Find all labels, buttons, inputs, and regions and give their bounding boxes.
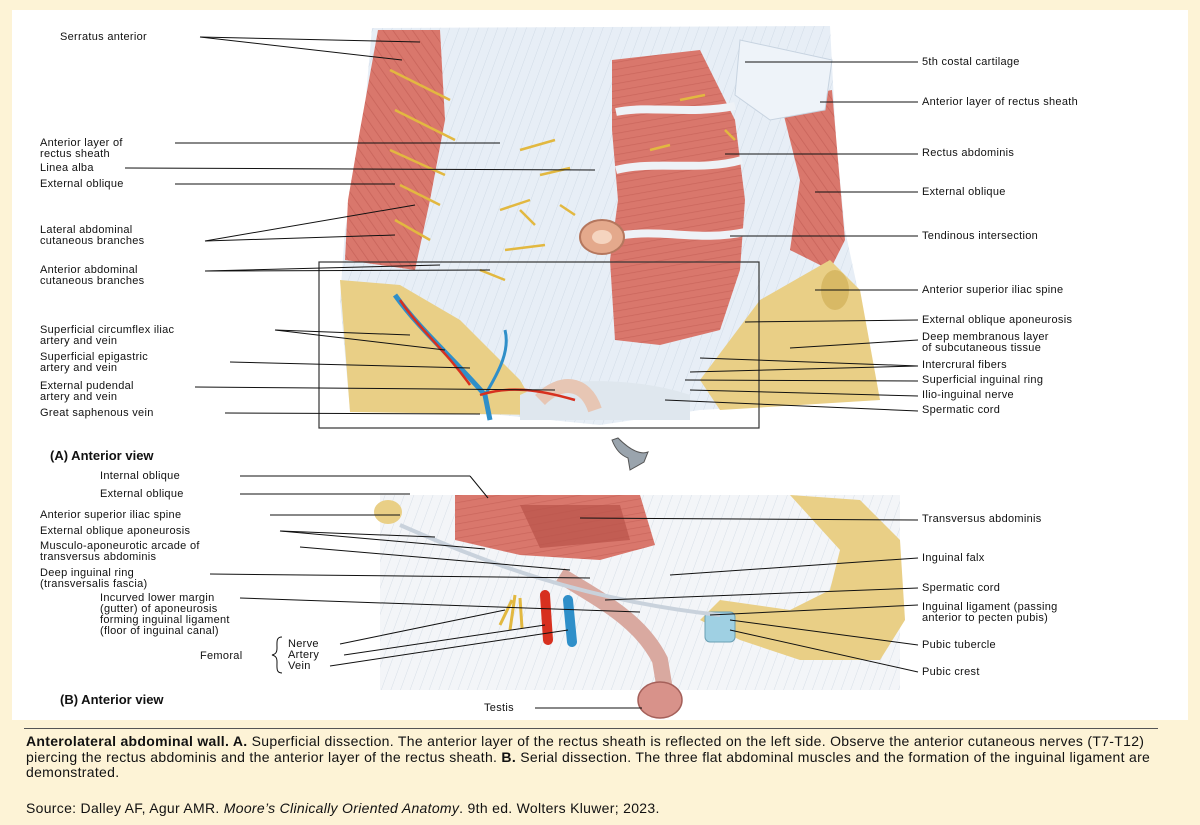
label-femoral-vein: Vein xyxy=(288,660,311,672)
label-linea-alba: Linea alba xyxy=(40,162,94,174)
label-incurved-lower-margin: Incurved lower margin (gutter) of aponeu… xyxy=(100,592,230,637)
caption-divider xyxy=(24,728,1158,729)
testis xyxy=(637,681,683,719)
label-external-oblique-right: External oblique xyxy=(922,186,1006,198)
femoral-vein xyxy=(563,595,577,647)
panel-b-spermatic-cord xyxy=(555,568,673,692)
panel-a-illustration xyxy=(318,26,880,471)
panel-b-view-title: (B) Anterior view xyxy=(60,692,164,707)
label-anterior-layer-rectus-sheath-right: Anterior layer of rectus sheath xyxy=(922,96,1079,108)
label-testis: Testis xyxy=(484,702,514,714)
label-external-oblique-aponeurosis-a: External oblique aponeurosis xyxy=(922,314,1073,326)
label-deep-inguinal-ring: Deep inguinal ring (transversalis fascia… xyxy=(40,567,148,590)
spermatic-cord-a xyxy=(535,379,602,413)
leader-lines xyxy=(124,36,919,709)
tendinous-intersection-1 xyxy=(615,102,736,116)
label-femoral: Femoral xyxy=(200,650,243,662)
label-external-pudendal: External pudendal artery and vein xyxy=(40,380,134,403)
caption-bold-lead: Anterolateral abdominal wall. A. xyxy=(26,733,248,749)
panel-transition-arrow xyxy=(611,437,649,471)
panel-b-pelvic-bone xyxy=(700,495,905,660)
superficial-circumflex-artery xyxy=(398,299,472,386)
label-superficial-circumflex-iliac: Superficial circumflex iliac artery and … xyxy=(40,324,175,347)
detail-box xyxy=(318,261,760,429)
caption-text-b: Serial dissection. The three flat abdomi… xyxy=(26,748,1151,780)
panel-b-asis xyxy=(374,500,402,524)
pubic-tubercle xyxy=(704,611,736,643)
femoral-brace xyxy=(271,636,283,674)
label-pubic-crest: Pubic crest xyxy=(922,666,980,678)
label-pubic-tubercle: Pubic tubercle xyxy=(922,639,996,651)
tendinous-intersection-2 xyxy=(615,156,744,174)
label-internal-oblique: Internal oblique xyxy=(100,470,181,482)
label-superficial-epigastric: Superficial epigastric artery and vein xyxy=(40,351,149,374)
label-femoral-artery: Artery xyxy=(288,649,320,661)
cutaneous-nerves xyxy=(389,68,736,282)
label-5th-costal-cartilage: 5th costal cartilage xyxy=(922,56,1020,68)
source-title: Moore’s Clinically Oriented Anatomy xyxy=(223,800,460,816)
label-inguinal-falx: Inguinal falx xyxy=(922,552,985,564)
label-superficial-inguinal-ring: Superficial inguinal ring xyxy=(922,374,1044,386)
femoral-nerve xyxy=(498,594,524,631)
panel-b-illustration xyxy=(374,495,905,719)
panel-b-transversus-abdominis xyxy=(520,505,630,548)
label-spermatic-cord-a: Spermatic cord xyxy=(922,404,1001,416)
tendinous-intersection-3 xyxy=(617,228,746,240)
femoral-artery xyxy=(540,590,553,645)
figure-caption: Anterolateral abdominal wall. A. Superfi… xyxy=(26,733,1166,781)
figure-source: Source: Dalley AF, Agur AMR. Moore’s Cli… xyxy=(26,800,660,816)
label-anterior-superior-iliac-spine-a: Anterior superior iliac spine xyxy=(922,284,1064,296)
source-prefix: Source: Dalley AF, Agur AMR. xyxy=(26,800,224,816)
label-deep-membranous-layer: Deep membranous layer of subcutaneous ti… xyxy=(922,331,1049,354)
label-serratus-anterior: Serratus anterior xyxy=(60,31,148,43)
label-tendinous-intersection: Tendinous intersection xyxy=(922,230,1039,242)
label-femoral-nerve: Nerve xyxy=(288,638,319,650)
caption-text-a: Superficial dissection. The anterior lay… xyxy=(26,733,1145,765)
label-external-oblique-b: External oblique xyxy=(100,488,184,500)
label-anterior-abdominal-cutaneous: Anterior abdominal cutaneous branches xyxy=(40,264,145,287)
label-spermatic-cord-b: Spermatic cord xyxy=(922,582,1001,594)
label-transversus-abdominis: Transversus abdominis xyxy=(922,513,1042,525)
label-external-oblique-aponeurosis-b: External oblique aponeurosis xyxy=(40,525,191,537)
label-inguinal-ligament: Inguinal ligament (passing anterior to p… xyxy=(922,601,1058,624)
panel-a-view-title: (A) Anterior view xyxy=(50,448,154,463)
label-anterior-superior-iliac-spine-b: Anterior superior iliac spine xyxy=(40,509,182,521)
caption-bold-b: B. xyxy=(501,748,517,765)
label-lateral-abdominal-cutaneous: Lateral abdominal cutaneous branches xyxy=(40,224,145,247)
source-suffix: . 9th ed. Wolters Kluwer; 2023. xyxy=(459,800,660,816)
label-musculo-aponeurotic-arcade: Musculo-aponeurotic arcade of transversu… xyxy=(40,540,200,563)
label-great-saphenous-vein: Great saphenous vein xyxy=(40,407,154,419)
reflected-rectus-sheath-flap xyxy=(734,39,833,121)
label-rectus-abdominis: Rectus abdominis xyxy=(922,147,1015,159)
label-intercrural-fibers: Intercrural fibers xyxy=(922,359,1007,371)
label-anterior-layer-rectus-sheath-left: Anterior layer of rectus sheath xyxy=(40,137,123,160)
label-ilio-inguinal-nerve: Ilio-inguinal nerve xyxy=(922,389,1014,401)
label-external-oblique-left: External oblique xyxy=(40,178,124,190)
superficial-epigastric-vein xyxy=(483,329,508,396)
